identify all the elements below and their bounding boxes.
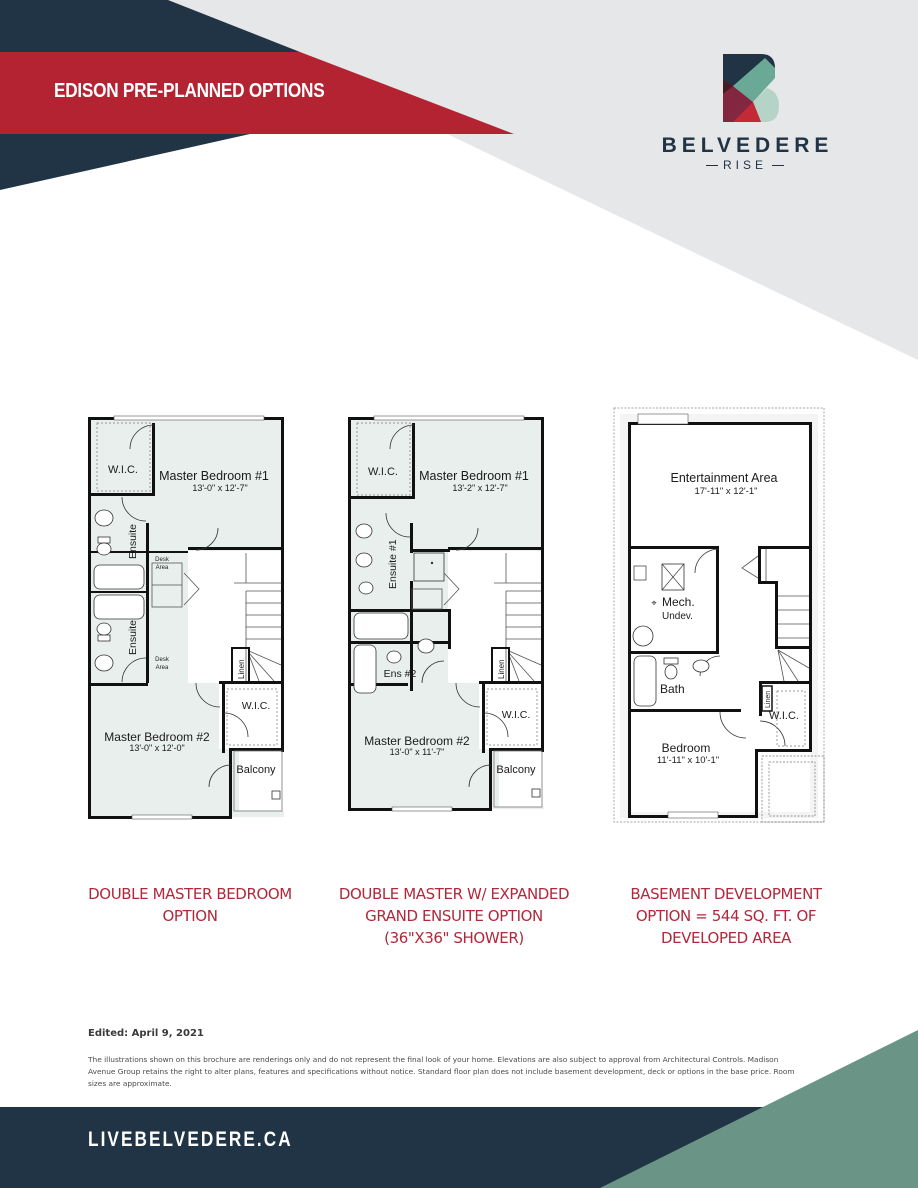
room-label-ens2: Ens #2 <box>384 668 417 680</box>
room-label-linen: Linen <box>497 659 506 679</box>
caption-expanded-ensuite: DOUBLE MASTER W/ EXPANDED GRAND ENSUITE … <box>318 883 590 949</box>
room-label-entertainment: Entertainment Area <box>670 471 777 485</box>
banner-title: EDISON PRE-PLANNED OPTIONS <box>54 80 325 102</box>
room-label-wic-top: W.I.C. <box>368 466 398 478</box>
room-label-ensuite-bottom: Ensuite <box>127 620 139 655</box>
room-label-desk-top-1: Desk <box>155 557 170 563</box>
floorplan-expanded-ensuite: W.I.C. Master Bedroom #1 13'-2" x 12'-7"… <box>344 413 550 823</box>
room-label-master1: Master Bedroom #1 <box>419 469 529 483</box>
room-label-wic-bottom: W.I.C. <box>502 709 531 721</box>
room-label-mech: Mech. <box>662 595 695 609</box>
website-link[interactable]: LIVEBELVEDERE.CA <box>88 1128 293 1151</box>
floorplan-double-master: W.I.C. Master Bedroom #1 13'-0" x 12'-7"… <box>84 413 290 823</box>
caption-line: GRAND ENSUITE OPTION <box>365 907 543 925</box>
brand-subname: RISE <box>650 158 840 172</box>
room-size-master2: 13'-0" x 11'-7" <box>390 747 445 757</box>
caption-line: (36"X36" SHOWER) <box>384 929 524 947</box>
room-label-undev: Undev. <box>662 611 693 622</box>
room-label-linen: Linen <box>237 659 246 679</box>
caption-line: DOUBLE MASTER W/ EXPANDED <box>338 885 570 903</box>
room-size-master1: 13'-2" x 12'-7" <box>452 483 507 493</box>
belvedere-b-icon <box>723 54 779 122</box>
room-label-master1: Master Bedroom #1 <box>159 469 269 483</box>
room-label-bath: Bath <box>660 682 685 696</box>
room-size-master2: 13'-0" x 12'-0" <box>129 743 184 753</box>
room-label-wic-top: W.I.C. <box>108 464 138 476</box>
room-label-bedroom: Bedroom <box>662 741 711 755</box>
room-label-wic: W.I.C. <box>769 710 799 722</box>
room-size-master1: 13'-0" x 12'-7" <box>192 483 247 493</box>
room-size-entertainment: 17'-11" x 12'-1" <box>694 486 757 497</box>
room-label-balcony: Balcony <box>236 764 276 776</box>
disclaimer-text: The illustrations shown on this brochure… <box>88 1055 795 1088</box>
room-label-master2: Master Bedroom #2 <box>104 730 210 744</box>
crosshair-icon: ⌖ <box>651 598 656 608</box>
room-label-desk-bottom-2: Area <box>156 665 169 671</box>
edited-date: Edited: April 9, 2021 <box>88 1028 204 1039</box>
caption-line: OPTION <box>162 907 218 925</box>
room-label-linen: Linen <box>765 691 772 708</box>
brand-name: BELVEDERE <box>661 134 834 157</box>
room-label-balcony: Balcony <box>496 764 536 776</box>
caption-double-master: DOUBLE MASTER BEDROOM OPTION <box>70 883 310 927</box>
room-label-ensuite1: Ensuite #1 <box>387 539 399 589</box>
caption-basement: BASEMENT DEVELOPMENT OPTION = 544 SQ. FT… <box>606 883 846 949</box>
caption-line: DEVELOPED AREA <box>660 929 792 947</box>
room-label-master2: Master Bedroom #2 <box>364 734 470 748</box>
room-label-wic-bottom: W.I.C. <box>242 700 271 712</box>
caption-line: BASEMENT DEVELOPMENT <box>630 885 822 903</box>
floorplan-basement: ⌖ Entertainment Area 17'-11" x 12'-1" Me… <box>612 406 832 826</box>
room-size-bedroom: 11'-11" x 10'-1" <box>657 755 719 766</box>
room-label-ensuite-top: Ensuite <box>127 524 139 559</box>
caption-line: DOUBLE MASTER BEDROOM <box>88 885 292 903</box>
room-label-desk-bottom-1: Desk <box>155 657 170 663</box>
room-label-desk-top-2: Area <box>156 565 169 571</box>
brand-subname-text: RISE <box>722 158 767 172</box>
belvedere-logo: BELVEDERE RISE <box>650 50 840 180</box>
caption-line: OPTION = 544 SQ. FT. OF <box>635 907 817 925</box>
